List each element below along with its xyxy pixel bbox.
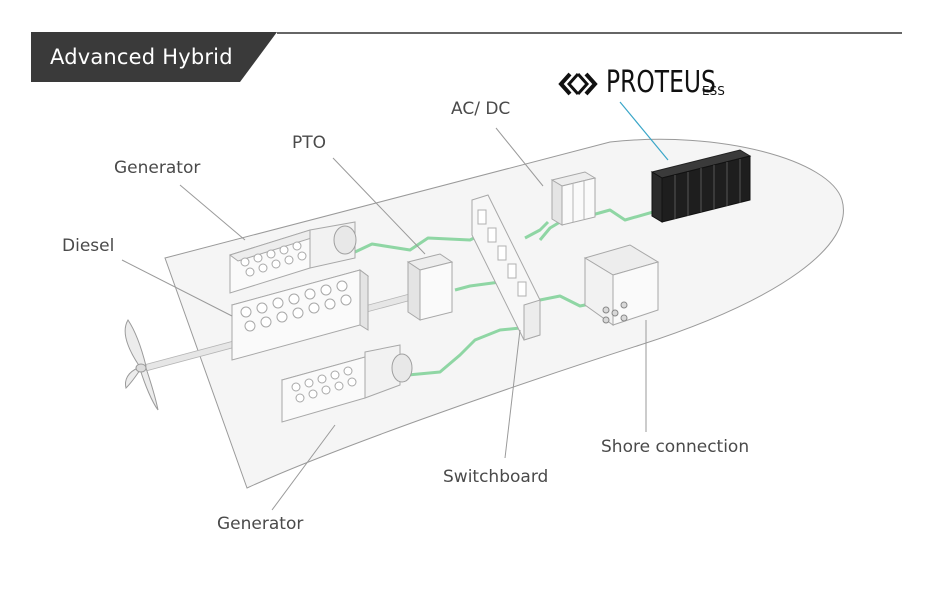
generator-bottom [280,344,413,423]
brand-suffix: ESS [702,84,725,98]
label-pto: PTO [292,133,327,153]
label-acdc: AC/ DC [451,99,511,119]
page-title: Advanced Hybrid [50,45,233,69]
label-generator-bottom: Generator [217,514,304,534]
brand-logo: PROTEUS ESS [606,65,725,100]
shore-connection-cabinet [583,244,660,326]
acdc-converter [550,171,597,226]
label-switchboard: Switchboard [443,467,549,487]
label-generator-top: Generator [114,158,201,178]
pto-unit [406,253,454,321]
leader-lines [121,127,647,511]
battery-racks [650,149,752,223]
generator-top [228,221,357,294]
title-band [31,32,277,82]
brand-name: PROTEUS [606,65,716,100]
label-diesel: Diesel [62,236,115,256]
brand-leader [619,101,669,161]
propeller [124,319,159,411]
diesel-engine [230,269,370,361]
label-shore-connection: Shore connection [601,437,750,457]
switchboard [471,194,541,341]
double-chevron-logo-icon [558,72,598,96]
